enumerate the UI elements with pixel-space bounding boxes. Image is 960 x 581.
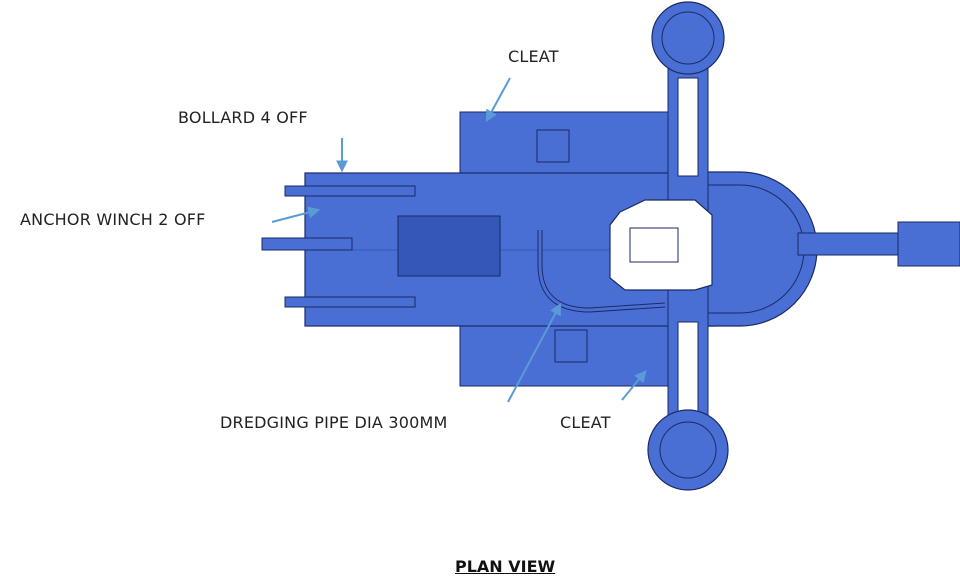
engine-block	[397, 215, 501, 277]
wheel-top	[651, 1, 725, 75]
cutter-boom	[797, 232, 904, 256]
wing-top	[459, 111, 669, 179]
plan-view-title: PLAN VIEW	[455, 557, 556, 576]
beam-slot-top	[677, 77, 699, 177]
leader-cleat-bottom	[621, 370, 647, 401]
leader-cleat-top	[485, 77, 511, 123]
wheel-top-inner	[661, 11, 715, 65]
wing-top-hatch	[536, 129, 570, 163]
leader-dredging-pipe	[507, 302, 562, 403]
anchor-boom-mid	[261, 237, 353, 251]
leader-anchor-winch	[271, 206, 321, 223]
label-cleat-bottom: CLEAT	[560, 413, 611, 432]
wing-bottom-hatch	[554, 329, 588, 363]
label-cleat-top: CLEAT	[508, 47, 559, 66]
cutter-head	[897, 221, 960, 267]
label-anchor-winch: ANCHOR WINCH 2 OFF	[20, 210, 206, 229]
label-bollard: BOLLARD 4 OFF	[178, 108, 308, 127]
anchor-boom-top	[284, 185, 416, 197]
cabin-window	[629, 227, 679, 263]
label-dredging-pipe: DREDGING PIPE DIA 300MM	[220, 413, 448, 432]
wheel-bottom-inner	[659, 421, 717, 479]
anchor-boom-bottom	[284, 296, 416, 308]
dredging-pipe-inner	[538, 230, 666, 312]
beam-slot-bottom	[677, 321, 699, 421]
cabin	[609, 199, 713, 291]
wing-bottom	[459, 319, 669, 387]
